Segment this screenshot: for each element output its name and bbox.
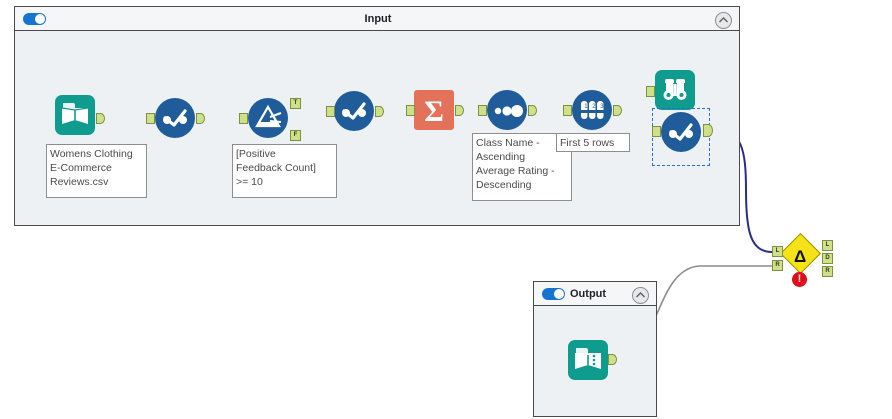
sort-dots-icon [487, 90, 527, 130]
anchor-sort-input[interactable] [478, 105, 487, 116]
sigma-icon: Σ [414, 90, 454, 130]
note-input-file: Womens Clothing E-Commerce Reviews.csv [46, 144, 147, 198]
join-error-badge[interactable]: ! [792, 272, 807, 287]
anchor-filter-true[interactable]: T [290, 98, 301, 109]
anchor-input-data-output[interactable] [96, 113, 105, 124]
book-output-icon [568, 340, 608, 380]
output-container[interactable]: Output [533, 281, 657, 417]
chevron-up-icon [719, 17, 728, 23]
input-container-title: Input [364, 13, 392, 25]
anchor-browse-input[interactable] [646, 86, 655, 97]
anchor-join-output-left[interactable]: L [822, 240, 833, 251]
anchor-join-output-right[interactable]: R [822, 266, 833, 277]
filter-funnel-icon [248, 98, 288, 138]
output-container-title: Output [570, 288, 607, 300]
tool-select-2[interactable] [334, 91, 374, 131]
select-icon [661, 112, 701, 152]
output-container-collapse-button[interactable] [632, 287, 649, 304]
anchor-sample-output[interactable] [613, 105, 622, 116]
select-icon [155, 98, 195, 138]
anchor-summarize-input[interactable] [406, 105, 415, 116]
svg-text:Σ: Σ [424, 95, 444, 128]
anchor-join-output-join[interactable]: D [822, 253, 833, 264]
join-delta-glyph: Δ [794, 247, 807, 266]
test-tubes-icon: 1 2 3 [572, 90, 612, 130]
note-sample: First 5 rows [556, 133, 630, 152]
anchor-summarize-output[interactable] [455, 105, 464, 116]
anchor-join-input-right[interactable]: R [772, 260, 783, 271]
svg-text:2: 2 [592, 104, 596, 110]
tool-browse[interactable] [655, 70, 695, 110]
tool-filter[interactable] [248, 98, 288, 138]
output-container-toggle[interactable] [542, 288, 565, 300]
book-icon [55, 95, 95, 135]
anchor-select-1-output[interactable] [196, 113, 205, 124]
tool-summarize[interactable]: Σ [414, 90, 454, 130]
anchor-sample-input[interactable] [563, 105, 572, 116]
anchor-select-3-input[interactable] [652, 126, 661, 137]
selection-box [652, 108, 710, 166]
note-filter: [Positive Feedback Count] >= 10 [232, 144, 337, 198]
note-sort: Class Name - Ascending Average Rating - … [472, 133, 572, 201]
anchor-filter-input[interactable] [239, 113, 248, 124]
input-container-toggle[interactable] [23, 13, 46, 25]
input-container-collapse-button[interactable] [715, 12, 732, 29]
anchor-select-1-input[interactable] [146, 113, 155, 124]
tool-input-data[interactable] [55, 95, 95, 135]
anchor-output-data-output[interactable] [608, 354, 617, 365]
svg-text:3: 3 [600, 104, 604, 110]
input-container-header[interactable]: Input [15, 7, 739, 31]
tool-sort[interactable] [487, 90, 527, 130]
tool-sample[interactable]: 1 2 3 [572, 90, 612, 130]
anchor-sort-output[interactable] [528, 105, 537, 116]
anchor-select-3-output[interactable] [703, 124, 713, 137]
svg-text:1: 1 [584, 104, 588, 110]
anchor-filter-false[interactable]: F [290, 130, 301, 141]
chevron-up-icon [636, 292, 645, 298]
anchor-select-2-output[interactable] [375, 106, 384, 117]
anchor-join-input-left[interactable]: L [772, 246, 783, 257]
binoculars-icon [655, 70, 695, 110]
output-container-header[interactable]: Output [534, 282, 656, 306]
tool-output-data[interactable] [568, 340, 608, 380]
anchor-select-2-input[interactable] [326, 106, 335, 117]
tool-select-1[interactable] [155, 98, 195, 138]
select-icon [334, 91, 374, 131]
tool-select-3[interactable] [661, 112, 701, 152]
